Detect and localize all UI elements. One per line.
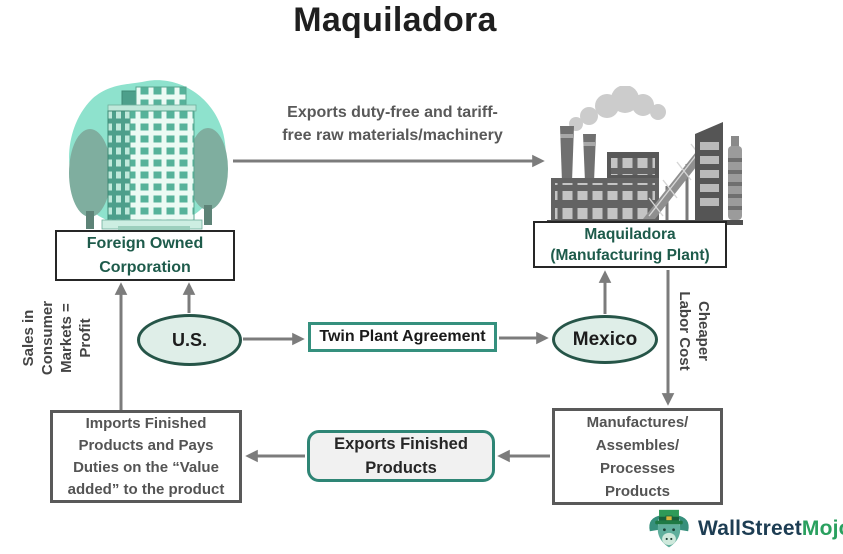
sales-profit-rotated-label: Sales in Consumer Markets = Profit (19, 290, 99, 386)
box-line: Foreign Owned (86, 234, 204, 252)
label-line: Sales in (20, 309, 37, 367)
label-line: Consumer (39, 300, 56, 376)
label-line: Labor Cost (676, 291, 693, 371)
box-line: added” to the product (67, 480, 225, 498)
page-title: Maquiladora (293, 1, 497, 39)
label-line: Profit (77, 318, 94, 358)
raw-materials-arrow-label: Exports duty-free and tariff- free raw m… (245, 101, 540, 147)
mexico-label: Mexico (572, 328, 638, 350)
exports-finished-products-box: Exports Finished Products (307, 430, 495, 482)
twin-plant-agreement-box: Twin Plant Agreement (308, 322, 497, 352)
label-line: Markets = (58, 303, 75, 373)
label-line: free raw materials/machinery (282, 127, 503, 144)
us-label: U.S. (171, 329, 207, 350)
box-line: Assembles/ (595, 436, 680, 454)
box-line: (Manufacturing Plant) (550, 246, 710, 264)
foreign-owned-corporation-box: Foreign Owned Corporation (55, 230, 235, 281)
logo-mojo-text: Mojo (801, 517, 843, 540)
label-line: Exports duty-free and tariff- (287, 104, 498, 121)
box-line: Imports Finished (85, 414, 207, 432)
box-line: Corporation (99, 258, 191, 276)
box-line: Processes (599, 459, 676, 477)
smoke-clouds (569, 86, 666, 131)
cheaper-labor-rotated-label: Cheaper Labor Cost (675, 283, 713, 379)
box-line: Duties on the “Value (73, 458, 219, 476)
logo-wordmark: WallStreetMojo (698, 517, 843, 541)
logo-wallstreet-text: WallStreet (698, 517, 802, 540)
wallstreetmojo-logo: WallStreetMojo (646, 506, 843, 552)
manufactures-processes-box: Manufactures/ Assembles/ Processes Produ… (552, 408, 723, 505)
box-line: Twin Plant Agreement (319, 328, 486, 345)
label-line: Cheaper (695, 300, 712, 362)
box-line: Manufactures/ (586, 413, 689, 431)
box-line: Maquiladora (584, 225, 676, 243)
box-line: Products (604, 482, 670, 500)
office-building-icon (69, 80, 228, 232)
bull-mascot-icon (649, 509, 689, 548)
box-line: Exports Finished (334, 435, 468, 453)
box-line: Products (365, 459, 437, 477)
imports-finished-products-box: Imports Finished Products and Pays Dutie… (50, 410, 242, 503)
maquiladora-plant-box: Maquiladora (Manufacturing Plant) (533, 221, 727, 268)
us-node: U.S. (137, 314, 242, 366)
mexico-node: Mexico (552, 315, 658, 364)
box-line: Products and Pays (78, 436, 214, 454)
factory-icon (547, 86, 743, 225)
